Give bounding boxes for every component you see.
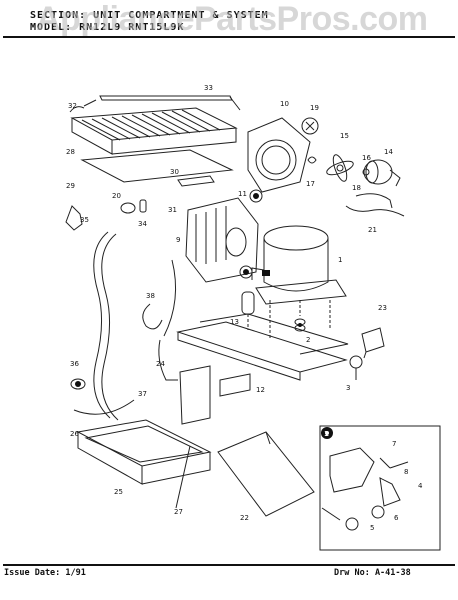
callout-26: 26 [70, 430, 79, 438]
part-33-tube [99, 95, 241, 111]
callout-27: 27 [174, 508, 183, 516]
alignment-lines [247, 300, 331, 340]
callout-25: 25 [114, 488, 123, 496]
part-3-screw [349, 355, 363, 380]
part-20-coupler [120, 202, 136, 214]
callout-15: 15 [340, 132, 349, 140]
callout-38: 38 [146, 292, 155, 300]
part-24-wire [163, 259, 177, 337]
part-36-clamp [70, 378, 86, 390]
part-14-fan-motor [363, 159, 401, 187]
part-9-coil [185, 197, 259, 283]
callout-36: 36 [70, 360, 79, 368]
part-35-heater [65, 205, 83, 231]
callout-4: 4 [418, 482, 423, 490]
part-11-grommet [249, 189, 263, 203]
callout-30: 30 [170, 168, 179, 176]
callout-18: 18 [352, 184, 361, 192]
callout-17: 17 [306, 180, 315, 188]
callout-labels: 1 2 3 4 5 6 7 8 9 10 11 12 13 14 15 16 1… [66, 84, 423, 532]
callout-34: 34 [138, 220, 147, 228]
callout-22: 22 [240, 514, 249, 522]
callout-33: 33 [204, 84, 213, 92]
part-15-fan [326, 154, 354, 182]
callout-9: 9 [176, 236, 180, 244]
model-line: MODEL: RN12L9 RNT15L9K [30, 22, 185, 33]
callout-12: 12 [256, 386, 265, 394]
part-18-bracket [355, 193, 393, 209]
inset-box [319, 425, 441, 551]
part-28-condenser [69, 99, 238, 155]
part-10-fan-shroud [247, 117, 311, 193]
callout-37: 37 [138, 390, 147, 398]
callout-16: 16 [362, 154, 371, 162]
part-25-drain-pan [76, 419, 212, 485]
section-title: SECTION: UNIT COMPARTMENT & SYSTEM [30, 10, 269, 21]
callout-35: 35 [80, 216, 89, 224]
callout-8: 8 [404, 468, 408, 476]
callout-13: 13 [230, 318, 239, 326]
part-13-relay [241, 291, 255, 315]
part-21-harness [345, 205, 405, 217]
callout-31: 31 [168, 206, 177, 214]
callout-21: 21 [368, 226, 377, 234]
callout-20: 20 [112, 192, 121, 200]
part-30-bracket [177, 175, 215, 187]
filled-accents [75, 193, 329, 435]
callout-19: 19 [310, 104, 319, 112]
inset-marker-label: 1 [324, 430, 329, 438]
part-34-grommet [139, 199, 147, 213]
callout-14: 14 [384, 148, 393, 156]
callout-32: 32 [68, 102, 77, 110]
callout-3: 3 [346, 384, 350, 392]
drain-hose [93, 231, 119, 421]
part-38-cord [142, 303, 178, 381]
drawing-number: Drw No: A-41-38 [334, 568, 411, 578]
callout-2: 2 [306, 336, 310, 344]
part-12-base-rails [176, 313, 349, 425]
callout-5: 5 [370, 524, 374, 532]
callout-1: 1 [338, 256, 342, 264]
callout-23: 23 [378, 304, 387, 312]
part-19-fan-blade [301, 117, 319, 135]
part-23-relay-box [361, 327, 385, 359]
header-rule [3, 36, 455, 38]
part-27-rod [175, 445, 191, 509]
callout-28: 28 [66, 148, 75, 156]
callout-11: 11 [238, 190, 247, 198]
issue-date: Issue Date: 1/91 [4, 568, 86, 578]
watermark-text: AppliancePartsPros.com [36, 0, 428, 38]
callout-6: 6 [394, 514, 399, 522]
part-22-panel [217, 431, 315, 517]
part-1-compressor [251, 225, 347, 305]
callout-10: 10 [280, 100, 289, 108]
footer-rule [3, 564, 455, 566]
callout-24: 24 [156, 360, 165, 368]
callout-7: 7 [392, 440, 396, 448]
callout-29: 29 [66, 182, 75, 190]
part-37-hose [73, 399, 135, 415]
part-29-pan [80, 149, 234, 183]
part-17-washer [307, 156, 317, 164]
